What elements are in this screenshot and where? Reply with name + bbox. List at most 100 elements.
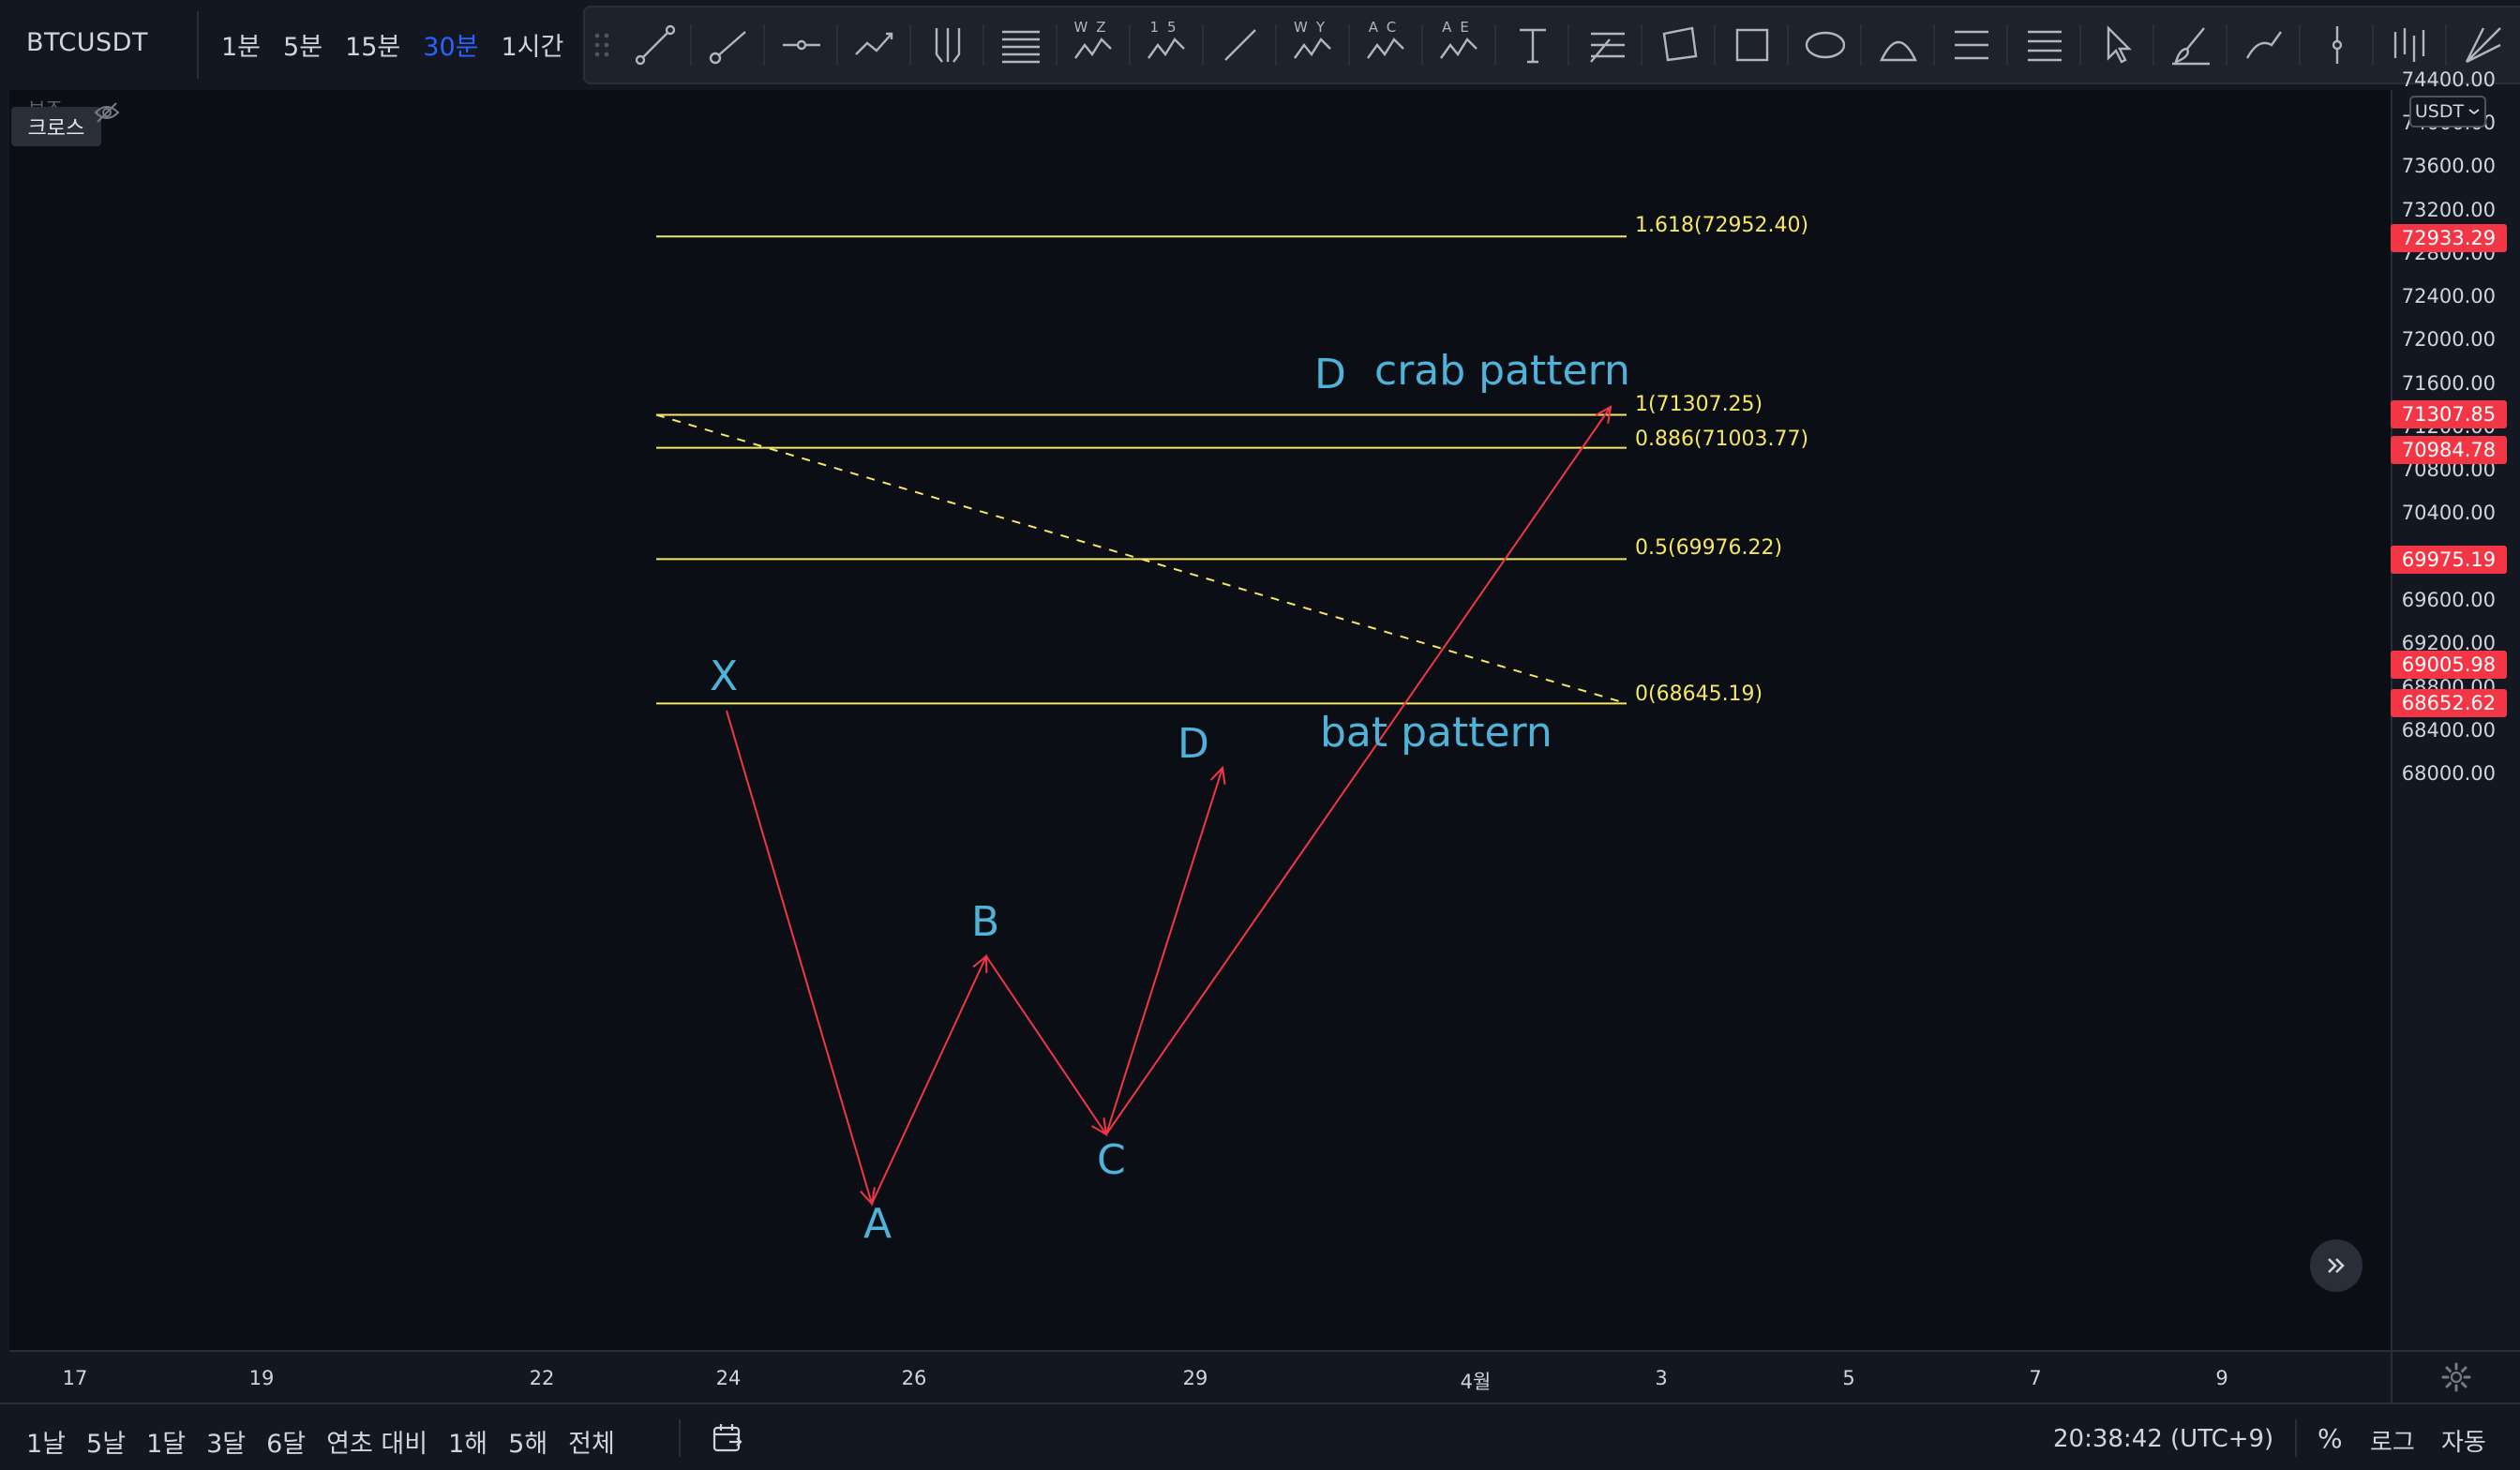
tool-ellipse-button[interactable] [1789, 6, 1862, 84]
time-tick: 3 [1655, 1367, 1668, 1389]
eye-off-icon[interactable] [92, 98, 122, 128]
drag-handle-icon[interactable] [585, 6, 619, 84]
range-5[interactable]: 연초 대비 [326, 1430, 428, 1459]
tool-wave-wy-button[interactable]: WY [1277, 6, 1350, 84]
tool-highlighter-button[interactable] [2228, 6, 2301, 84]
time-tick: 26 [901, 1367, 927, 1389]
arrowhead-a [860, 1187, 876, 1207]
pattern-name-label[interactable]: crab pattern [1374, 347, 1630, 395]
chart-pane[interactable]: 1.618(72952.40)1(71307.25)0.886(71003.77… [9, 90, 2391, 1350]
tool-ray-button[interactable] [692, 6, 765, 84]
percent-scale-button[interactable]: % [2318, 1423, 2343, 1454]
tool-arc-button[interactable] [1862, 6, 1935, 84]
calendar-goto-icon[interactable] [709, 1419, 746, 1457]
bat-pattern-path[interactable] [726, 710, 1223, 1207]
time-tick: 17 [62, 1367, 88, 1389]
bars-pattern-icon [2393, 28, 2425, 62]
time-tick: 9 [2215, 1367, 2228, 1389]
tool-gann-button[interactable] [1935, 6, 2008, 84]
tool-label: AE [1442, 19, 1478, 36]
price-label: 68400.00 [2401, 718, 2496, 742]
range-3[interactable]: 3달 [206, 1430, 247, 1459]
pattern-point-label[interactable]: C [1097, 1136, 1126, 1184]
cursor-icon [2107, 25, 2132, 64]
pattern-point-label[interactable]: D [1314, 351, 1346, 398]
tool-wave-wz-button[interactable]: WZ [1058, 6, 1131, 84]
range-7[interactable]: 5해 [508, 1430, 548, 1459]
time-tick: 24 [715, 1367, 742, 1389]
highlighter-icon [2245, 31, 2282, 59]
tool-vertical-line-button[interactable] [2301, 6, 2374, 84]
range-1[interactable]: 5날 [86, 1430, 127, 1459]
tool-rectangle-button[interactable] [1716, 6, 1789, 84]
tool-text-button[interactable] [1496, 6, 1569, 84]
chart-settings-button[interactable] [2391, 1350, 2520, 1402]
symbol-name[interactable]: BTCUSDT [26, 28, 148, 57]
gear-icon [2441, 1362, 2471, 1392]
horizontal-line-icon [783, 39, 820, 51]
ray-icon [709, 31, 746, 65]
tool-horizontal-line-button[interactable] [765, 6, 838, 84]
fib-level-label: 0(68645.19) [1635, 682, 1763, 707]
price-label: 73600.00 [2401, 155, 2496, 178]
price-tag: 70984.78 [2391, 435, 2507, 464]
tool-label: WY [1294, 19, 1333, 36]
arc-icon [1880, 41, 1917, 62]
price-label: 74400.00 [2401, 68, 2496, 91]
currency-selector[interactable]: USDT [2409, 96, 2486, 128]
time-tick: 22 [529, 1367, 555, 1389]
polyline-icon [855, 32, 893, 55]
log-scale-button[interactable]: 로그 [2370, 1429, 2415, 1457]
pattern-point-label[interactable]: B [971, 898, 1000, 946]
left-edge [0, 90, 9, 1350]
tool-polygon-button[interactable] [1642, 6, 1716, 84]
tool-brush-button[interactable] [2154, 6, 2228, 84]
tool-polyline-button[interactable] [838, 6, 911, 84]
tool-line-button[interactable] [1204, 6, 1277, 84]
date-range-selector: 1날 5날 1달 3달 6달 연초 대비 1해 5해 전체 [26, 1423, 636, 1460]
interval-2[interactable]: 15분 [345, 33, 401, 62]
price-tag: 69005.98 [2391, 650, 2507, 679]
arrowhead-d-bat [1209, 765, 1226, 785]
interval-1[interactable]: 5분 [283, 33, 323, 62]
tool-wave-ac-button[interactable]: AC [1350, 6, 1423, 84]
interval-3[interactable]: 30분 [423, 33, 479, 62]
range-8[interactable]: 전체 [568, 1430, 615, 1459]
price-tag: 72933.29 [2391, 224, 2507, 253]
price-tag: 71307.85 [2391, 400, 2507, 429]
toolbar-divider [197, 11, 199, 79]
tool-pitchfan-button[interactable] [2447, 6, 2520, 84]
range-2[interactable]: 1달 [146, 1430, 187, 1459]
crab-pattern-leg[interactable] [1105, 406, 1612, 1135]
pattern-name-label[interactable]: bat pattern [1320, 709, 1552, 757]
tool-wave-ae-button[interactable]: AE [1423, 6, 1496, 84]
range-6[interactable]: 1해 [448, 1430, 488, 1459]
tool-wave-15-button[interactable]: 15 [1131, 6, 1204, 84]
tool-fib-retracement-button[interactable] [1569, 6, 1642, 84]
pattern-point-label[interactable]: A [863, 1200, 892, 1248]
tool-trend-line-button[interactable] [619, 6, 692, 84]
pattern-point-label[interactable]: D [1178, 720, 1209, 768]
pitchfan-icon [2465, 27, 2501, 64]
pattern-point-label[interactable]: X [710, 652, 739, 700]
tool-bars-pattern-button[interactable] [2374, 6, 2447, 84]
price-axis[interactable]: 74400.0074000.0073600.0073200.0072800.00… [2391, 68, 2520, 1350]
range-4[interactable]: 6달 [266, 1430, 307, 1459]
tool-parallel-channel-button[interactable] [984, 6, 1058, 84]
interval-0[interactable]: 1분 [221, 33, 262, 62]
tool-pitchfork-button[interactable] [911, 6, 984, 84]
scroll-to-realtime-button[interactable] [2310, 1239, 2362, 1292]
wave-15-icon [1148, 38, 1185, 59]
interval-4[interactable]: 1시간 [501, 33, 564, 62]
wave-wz-icon [1074, 38, 1112, 59]
timezone-clock[interactable]: 20:38:42 (UTC+9) [2053, 1425, 2274, 1453]
tool-fib-channel-button[interactable] [2008, 6, 2081, 84]
tool-cursor-button[interactable] [2081, 6, 2154, 84]
gann-icon [1955, 30, 1988, 60]
auto-scale-button[interactable]: 자동 [2441, 1429, 2486, 1457]
range-0[interactable]: 1날 [26, 1430, 67, 1459]
arrowhead-c [1090, 1118, 1108, 1136]
